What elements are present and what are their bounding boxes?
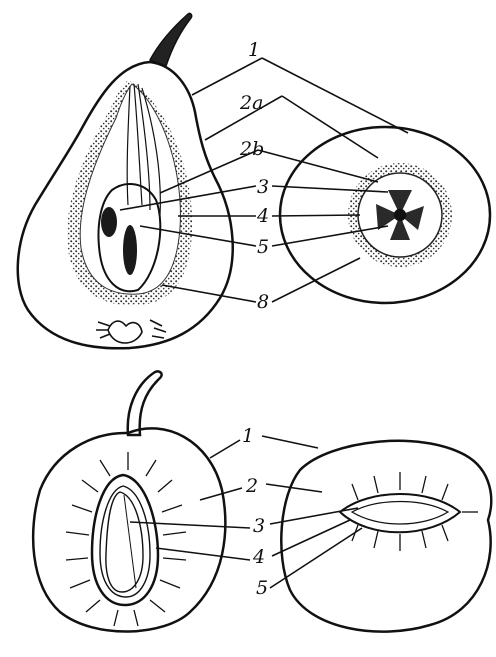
bottom-leader-lines — [130, 436, 362, 588]
label-2b: 2b — [239, 138, 264, 160]
label-3-top: 3 — [257, 176, 269, 198]
pear-seed — [101, 207, 117, 237]
label-2-bottom: 2 — [245, 475, 258, 497]
top-labels: 1 2a 2b 3 4 5 8 — [239, 39, 269, 313]
label-4-top: 4 — [256, 205, 269, 227]
label-3-bottom: 3 — [253, 515, 265, 537]
pear-longitudinal-section — [18, 13, 233, 348]
drupe-stem — [128, 371, 162, 435]
label-1-bottom: 1 — [242, 425, 254, 447]
label-8: 8 — [257, 291, 269, 313]
pear-seed — [123, 225, 137, 275]
label-5-top: 5 — [257, 236, 269, 258]
label-5-bottom: 5 — [256, 577, 268, 599]
label-4-bottom: 4 — [252, 546, 265, 568]
label-2a: 2a — [239, 92, 263, 114]
pear-stem — [150, 13, 192, 66]
bottom-labels: 1 2 3 4 5 — [242, 425, 268, 599]
label-1-top: 1 — [248, 39, 260, 61]
drupe-cross-skin — [281, 441, 491, 632]
drupe-cross-section — [281, 441, 491, 632]
drupe-seed — [106, 492, 143, 592]
drupe-longitudinal-section — [33, 371, 225, 631]
pear-calyx — [96, 320, 166, 343]
